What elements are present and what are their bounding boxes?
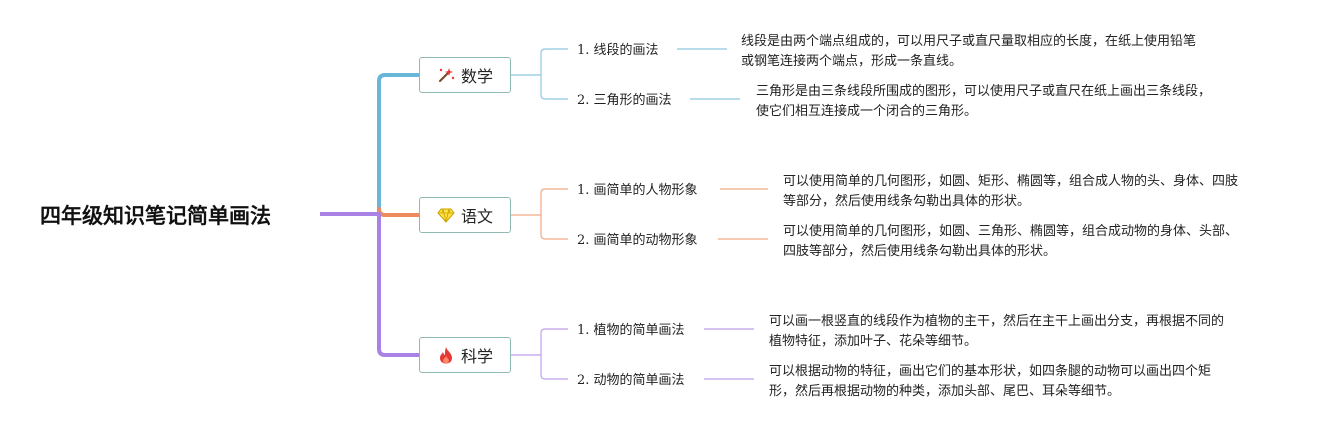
topic-connector bbox=[511, 328, 568, 380]
note-line: 或钢笔连接两个端点，形成一条直线。 bbox=[741, 54, 963, 69]
note-line: 形，然后再根据动物的种类，添加头部、尾巴、耳朵等细节。 bbox=[769, 384, 1121, 399]
note-line: 使它们相互连接成一个闭合的三角形。 bbox=[756, 104, 978, 119]
root-topic[interactable]: 四年级知识笔记简单画法 bbox=[40, 201, 271, 231]
branch-science[interactable]: 科学 bbox=[419, 337, 511, 373]
branch-math[interactable]: 数学 bbox=[419, 57, 511, 93]
branch-connector bbox=[320, 212, 419, 357]
gem-icon bbox=[437, 206, 455, 224]
topic-science-2[interactable]: 2. 动物的简单画法 bbox=[577, 373, 685, 388]
branch-connector bbox=[320, 73, 419, 216]
note-chinese-2: 可以使用简单的几何图形，如圆、三角形、椭圆等，组合成动物的身体、头部、 四肢等部… bbox=[783, 222, 1238, 262]
topic-connector bbox=[511, 188, 568, 240]
topic-math-2[interactable]: 2. 三角形的画法 bbox=[577, 93, 672, 108]
fire-icon bbox=[437, 346, 455, 364]
note-line: 可以使用简单的几何图形，如圆、三角形、椭圆等，组合成动物的身体、头部、 bbox=[783, 224, 1239, 239]
topic-chinese-2[interactable]: 2. 画简单的动物形象 bbox=[577, 233, 698, 248]
magic-wand-icon bbox=[437, 66, 455, 84]
note-math-1: 线段是由两个端点组成的，可以用尺子或直尺量取相应的长度，在纸上使用铅笔 或钢笔连… bbox=[741, 32, 1196, 72]
note-line: 可以画一根竖直的线段作为植物的主干，然后在主干上画出分支，再根据不同的 bbox=[769, 314, 1225, 329]
branch-label: 数学 bbox=[460, 67, 493, 86]
topic-math-1[interactable]: 1. 线段的画法 bbox=[577, 43, 659, 58]
topic-chinese-1[interactable]: 1. 画简单的人物形象 bbox=[577, 183, 698, 198]
note-line: 可以根据动物的特征，画出它们的基本形状，如四条腿的动物可以画出四个矩 bbox=[769, 364, 1212, 379]
topic-science-1[interactable]: 1. 植物的简单画法 bbox=[577, 323, 685, 338]
root-title: 四年级知识笔记简单画法 bbox=[40, 204, 271, 228]
note-line: 等部分，然后使用线条勾勒出具体的形状。 bbox=[783, 194, 1031, 209]
note-science-2: 可以根据动物的特征，画出它们的基本形状，如四条腿的动物可以画出四个矩 形，然后再… bbox=[769, 362, 1211, 402]
topic-connector bbox=[511, 48, 568, 100]
note-line: 四肢等部分，然后使用线条勾勒出具体的形状。 bbox=[783, 244, 1057, 259]
note-science-1: 可以画一根竖直的线段作为植物的主干，然后在主干上画出分支，再根据不同的 植物特征… bbox=[769, 312, 1224, 352]
note-math-2: 三角形是由三条线段所围成的图形，可以使用尺子或直尺在纸上画出三条线段， 使它们相… bbox=[756, 82, 1211, 122]
note-line: 可以使用简单的几何图形，如圆、矩形、椭圆等，组合成人物的头、身体、四肢 bbox=[783, 174, 1239, 189]
branch-label: 科学 bbox=[460, 347, 493, 366]
note-chinese-1: 可以使用简单的几何图形，如圆、矩形、椭圆等，组合成人物的头、身体、四肢 等部分，… bbox=[783, 172, 1238, 212]
note-line: 植物特征，添加叶子、花朵等细节。 bbox=[769, 334, 978, 349]
branch-label: 语文 bbox=[460, 207, 493, 226]
branch-chinese[interactable]: 语文 bbox=[419, 197, 511, 233]
note-line: 线段是由两个端点组成的，可以用尺子或直尺量取相应的长度，在纸上使用铅笔 bbox=[741, 34, 1197, 49]
note-line: 三角形是由三条线段所围成的图形，可以使用尺子或直尺在纸上画出三条线段， bbox=[756, 84, 1212, 99]
